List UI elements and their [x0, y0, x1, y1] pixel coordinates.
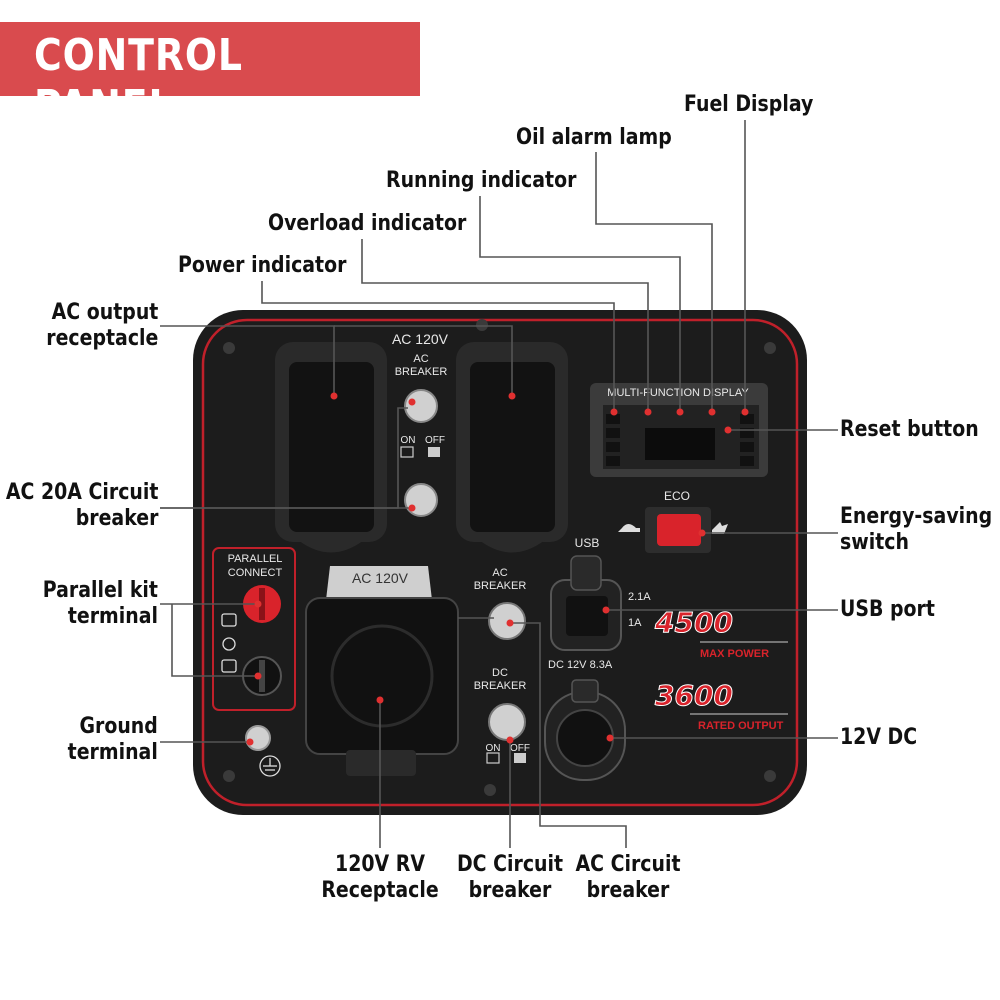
callout-ac-20a-circuit-breaker: AC 20A Circuit breaker	[5, 480, 158, 532]
title: CONTROL PANEL	[34, 30, 243, 132]
ac-breaker-mid-label-2: BREAKER	[474, 580, 527, 592]
callout-ground-line-1: Ground	[79, 714, 158, 739]
turtle-icon	[618, 524, 640, 532]
off-label: OFF	[425, 435, 445, 446]
indicator-dots	[246, 392, 749, 746]
callout-energy-line-1: Energy-saving	[840, 504, 993, 529]
screw-icon	[764, 770, 776, 782]
dc-off-label: OFF	[510, 743, 530, 754]
ac-20a-breaker-button-1[interactable]	[404, 389, 438, 423]
multi-function-display	[590, 383, 768, 477]
screw-icon	[476, 319, 488, 331]
callout-12v-dc: 12V DC	[840, 725, 918, 750]
callout-power-indicator: Power indicator	[178, 253, 347, 278]
max-power-value: 4500	[654, 606, 733, 639]
on-switch-icon	[400, 446, 414, 458]
parallel-plug-icon	[221, 613, 237, 627]
screw-icon	[484, 784, 496, 796]
ground-terminal-bolt[interactable]	[245, 725, 271, 751]
parallel-label: PARALLEL	[228, 553, 283, 565]
callout-usb-port: USB port	[840, 597, 935, 622]
ac-20a-breaker-button-2[interactable]	[404, 483, 438, 517]
callout-ac-output-line-1: AC output	[51, 300, 158, 325]
callout-dc-breaker-line-2: breaker	[468, 878, 552, 903]
ac-output-receptacle-right[interactable]	[456, 342, 568, 553]
link-icon	[222, 637, 236, 651]
callout-dc-breaker-line-1: DC Circuit	[456, 852, 564, 877]
callout-ac-20a-line-1: AC 20A Circuit	[5, 480, 158, 505]
title-banner: CONTROL PANEL	[0, 22, 420, 132]
connect-label: CONNECT	[228, 567, 283, 579]
rabbit-icon	[712, 522, 728, 534]
dc-circuit-breaker-button[interactable]	[488, 703, 526, 741]
screw-icon	[223, 342, 235, 354]
callout-reset-button: Reset button	[840, 417, 979, 442]
screw-icon	[223, 770, 235, 782]
dc-rating-label: DC 12V 8.3A	[548, 659, 613, 671]
callout-ac-output-line-2: receptacle	[45, 326, 158, 351]
eco-label: ECO	[664, 489, 690, 503]
max-power-label: MAX POWER	[700, 648, 769, 660]
usb-1a-label: 1A	[628, 617, 642, 629]
rv-ac-120v-label: AC 120V	[352, 570, 409, 586]
parallel-plug-icon	[221, 659, 237, 673]
energy-saving-switch[interactable]	[657, 514, 701, 546]
callout-energy-line-2: switch	[840, 530, 909, 555]
callout-dc-circuit-breaker: DC Circuit breaker	[441, 852, 579, 904]
callout-oil-alarm-lamp: Oil alarm lamp	[516, 125, 672, 150]
multi-function-display-label: MULTI-FUNCTION DISPLAY	[607, 387, 749, 399]
dc-12v-socket[interactable]	[544, 679, 626, 781]
callout-rv-line-1: 120V RV	[335, 852, 425, 877]
rated-output-value: 3600	[655, 679, 733, 712]
parallel-connect-module: PARALLEL CONNECT	[212, 547, 296, 711]
usb-2-1a-label: 2.1A	[628, 591, 651, 603]
ac-120v-top-label: AC 120V	[392, 331, 449, 347]
ground-icon	[259, 755, 281, 777]
leader-lines	[160, 120, 838, 848]
dc-on-label: ON	[486, 743, 501, 754]
callout-ac-circuit-breaker: AC Circuit breaker	[559, 852, 697, 904]
callout-ac-output-receptacle: AC output receptacle	[46, 300, 158, 352]
callout-ac-20a-line-2: breaker	[75, 506, 158, 531]
dc-on-switch-icon	[486, 752, 500, 764]
callout-fuel-display: Fuel Display	[684, 92, 814, 117]
dc-off-switch-icon	[514, 753, 526, 763]
ac-circuit-breaker-button[interactable]	[488, 602, 526, 640]
ac-breaker-top-label-2: BREAKER	[395, 366, 448, 378]
usb-label: USB	[575, 536, 600, 550]
callout-parallel-kit-terminal: Parallel kit terminal	[43, 578, 158, 630]
usb-port[interactable]	[550, 555, 622, 651]
callout-running-indicator: Running indicator	[386, 168, 577, 193]
ac-breaker-top-label-1: AC	[413, 353, 428, 365]
callout-rv-line-2: Receptacle	[321, 878, 439, 903]
callout-ac-breaker-line-2: breaker	[586, 878, 670, 903]
callout-rv-receptacle: 120V RV Receptacle	[311, 852, 449, 904]
ac-breaker-mid-label-1: AC	[492, 567, 507, 579]
callout-ground-line-2: terminal	[67, 740, 158, 765]
callout-ac-breaker-line-1: AC Circuit	[575, 852, 681, 877]
screw-icon	[764, 342, 776, 354]
callout-overload-indicator: Overload indicator	[268, 211, 467, 236]
dc-breaker-label-1: DC	[492, 667, 508, 679]
callout-ground-terminal: Ground terminal	[68, 714, 158, 766]
ac-output-receptacle-left[interactable]	[275, 342, 387, 553]
callout-parallel-line-2: terminal	[67, 604, 158, 629]
on-label: ON	[401, 435, 416, 446]
callout-parallel-line-1: Parallel kit	[42, 578, 158, 603]
rated-output-label: RATED OUTPUT	[698, 720, 784, 732]
rv-receptacle[interactable]	[305, 566, 459, 776]
callout-energy-saving-switch: Energy-saving switch	[840, 504, 992, 556]
dc-breaker-label-2: BREAKER	[474, 680, 527, 692]
off-switch-icon	[428, 447, 440, 457]
